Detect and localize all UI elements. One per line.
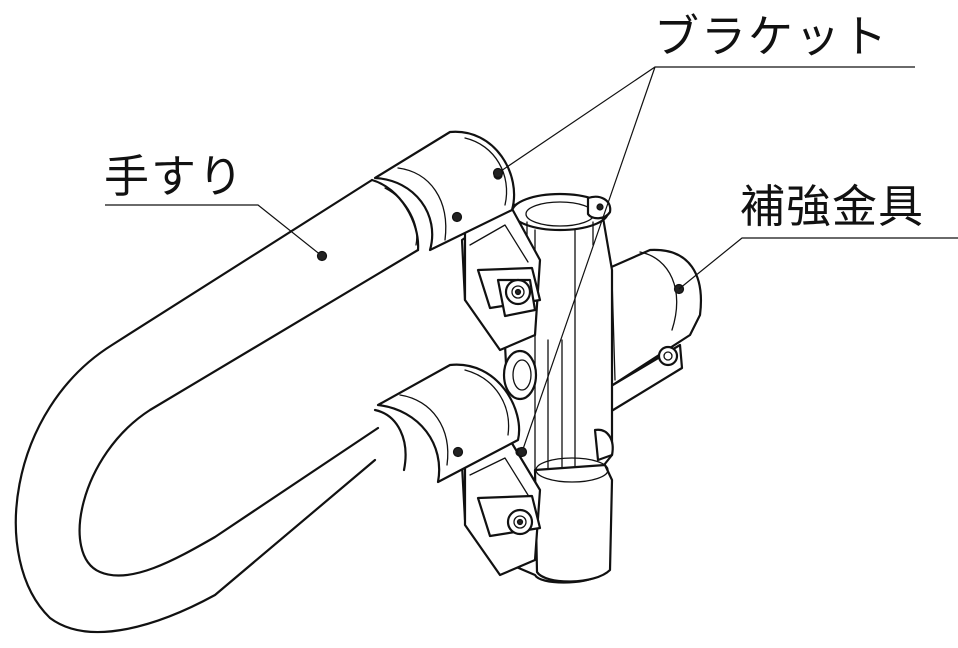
bracket-leader-dot-lower [516, 446, 528, 458]
bracket-leader [497, 66, 915, 453]
handrail-tube [14, 178, 420, 634]
bracket-label: ブラケット [654, 10, 889, 63]
reinforcement-fitting [594, 248, 702, 420]
upper-clamp [463, 203, 542, 352]
reinforcement-label: 補強金具 [740, 180, 924, 233]
bracket-leader-dot-upper [492, 167, 504, 179]
leaders [105, 66, 958, 458]
handrail-label: 手すり [104, 150, 245, 203]
reinforcement-leader [678, 237, 958, 290]
handrail-leader-dot [316, 250, 328, 262]
handrail-leader [105, 204, 323, 257]
lower-clamp [463, 438, 542, 577]
upper-collar [373, 130, 516, 252]
